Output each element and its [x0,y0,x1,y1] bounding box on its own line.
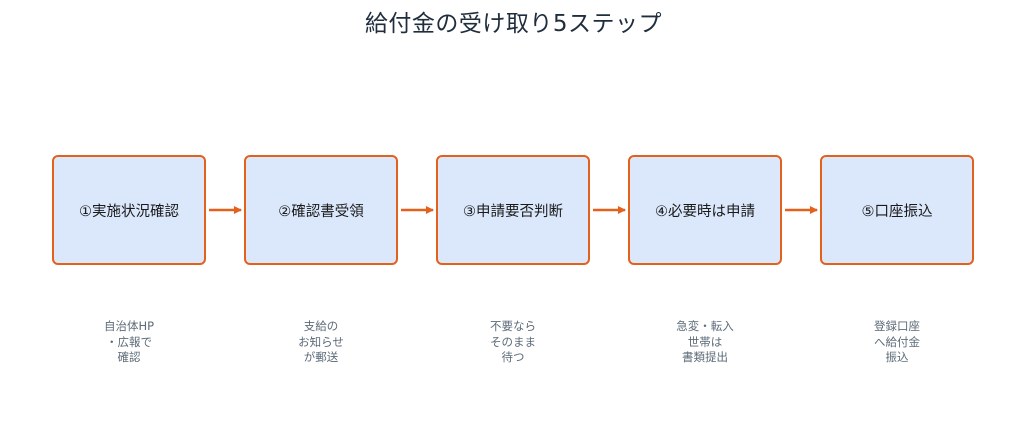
step-box-5: ⑤口座振込 [820,155,974,265]
step-note-line: 急変・転入 [676,319,734,333]
step-note-line: 自治体HP [103,319,155,333]
step-note-4: 急変・転入 世帯は 書類提出 [628,319,782,366]
step-note-line: 不要なら [490,319,536,333]
step-note-5: 登録口座 へ給付金 振込 [820,319,974,366]
step-note-3: 不要なら そのまま 待つ [436,319,590,366]
step-note-line: お知らせ [298,334,344,349]
step-note-line: が郵送 [303,350,339,364]
step-note-line: 待つ [501,350,525,364]
step-note-2: 支給の お知らせ が郵送 [244,319,398,366]
step-box-1: ①実施状況確認 [52,155,206,265]
step-note-line: 振込 [885,350,909,364]
step-note-line: ・広報で [106,334,152,349]
step-note-line: 支給の [303,319,339,333]
step-note-line: へ給付金 [874,334,920,349]
step-box-3: ③申請要否判断 [436,155,590,265]
step-note-line: そのまま [490,334,536,349]
step-note-line: 登録口座 [874,319,920,333]
step-note-1: 自治体HP ・広報で 確認 [52,319,206,366]
step-box-4: ④必要時は申請 [628,155,782,265]
step-note-line: 書類提出 [682,350,728,364]
diagram-title: 給付金の受け取り5ステップ [364,11,663,37]
step-note-line: 確認 [117,350,141,364]
step-box-2: ②確認書受領 [244,155,398,265]
step-note-line: 世帯は [687,334,723,349]
